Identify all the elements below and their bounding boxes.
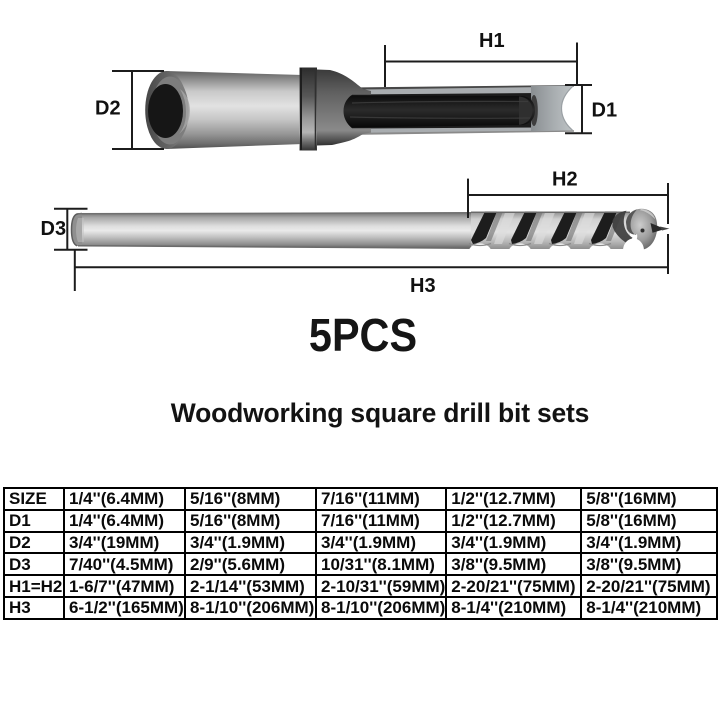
svg-text:D2: D2 [95, 98, 121, 120]
svg-text:H3: H3 [410, 275, 436, 297]
svg-text:D3: D3 [41, 218, 67, 240]
svg-text:H2: H2 [552, 169, 578, 191]
svg-text:H1: H1 [479, 30, 505, 52]
svg-text:D1: D1 [592, 100, 618, 122]
